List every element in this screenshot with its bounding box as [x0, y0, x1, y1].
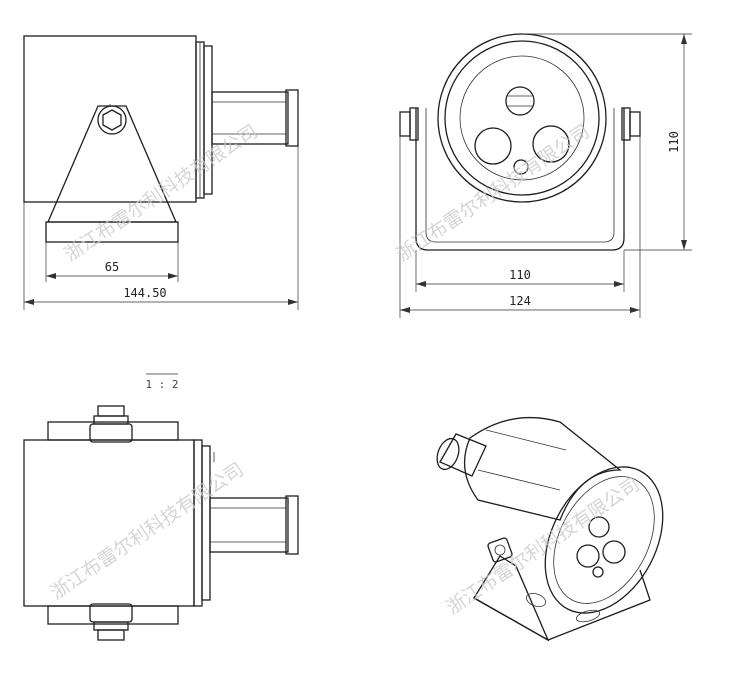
center-hole: [513, 159, 529, 175]
isometric-view: [436, 416, 664, 642]
top-view: [23, 405, 299, 641]
side-bolt-right: [629, 111, 641, 137]
watermark-text: 浙江布雷尔利科技有限公司: [60, 120, 261, 266]
bolt-top: [97, 405, 125, 417]
iso-cable-gland: [439, 433, 487, 477]
lens-top: [505, 86, 535, 116]
dimension-label: 144.50: [123, 286, 166, 300]
dimension-label: 124: [509, 294, 531, 308]
iso-bolt: [487, 537, 513, 563]
bolt-bottom: [89, 603, 133, 623]
iso-lens-right: [602, 540, 626, 564]
lens-left: [474, 127, 512, 165]
dimension-label: 65: [105, 260, 119, 274]
watermark-text: 浙江布雷尔利科技有限公司: [392, 120, 593, 266]
cable-gland: [211, 91, 289, 145]
side-view: 65 144.50: [23, 35, 299, 310]
bracket-top: [47, 421, 179, 441]
u-bracket: [415, 108, 625, 251]
iso-lens-left: [576, 544, 600, 568]
iso-lens-top: [588, 516, 610, 538]
mount-base: [45, 221, 179, 243]
front-view: 110 110 124: [399, 33, 692, 318]
scale-annotation: 1 : 2: [145, 373, 179, 391]
iso-front-face: [544, 466, 664, 614]
watermark-text: 浙江布雷尔利科技有限公司: [46, 458, 247, 604]
lens-right: [532, 125, 570, 163]
dimension-label: 110: [509, 268, 531, 282]
cable-gland-top: [209, 497, 289, 553]
scale-label: 1 : 2: [145, 378, 178, 391]
bracket-bottom: [47, 605, 179, 625]
side-bolt-left: [399, 111, 411, 137]
dimension-label: 110: [667, 131, 681, 153]
bolt-head: [97, 105, 127, 135]
